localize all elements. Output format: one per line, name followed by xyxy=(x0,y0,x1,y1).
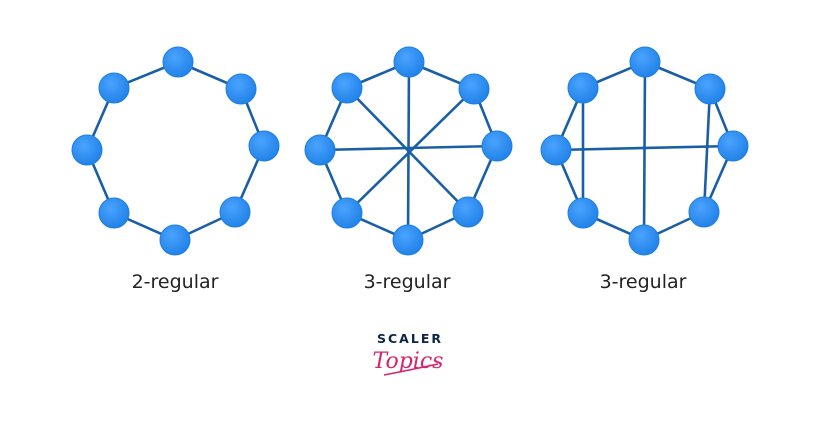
graph-nodes xyxy=(304,46,513,256)
graph-node xyxy=(392,224,424,256)
graph-3-regular-grid: 3-regular xyxy=(540,46,749,293)
graph-node xyxy=(688,196,720,228)
logo-top-text: SCALER xyxy=(377,331,443,346)
graph-node xyxy=(717,130,749,162)
graph-node xyxy=(331,197,363,229)
graph-node xyxy=(225,73,257,105)
graph-node xyxy=(540,134,572,166)
graph-node xyxy=(219,196,251,228)
graph-node xyxy=(458,73,490,105)
graph-node xyxy=(567,197,599,229)
graph-nodes xyxy=(540,46,749,256)
graph-node xyxy=(304,134,336,166)
graph-edge xyxy=(642,60,647,242)
graph-node xyxy=(481,130,513,162)
graph-node xyxy=(393,46,425,78)
graph-label: 3-regular xyxy=(600,271,687,293)
graph-node xyxy=(98,72,130,104)
graph-node xyxy=(331,72,363,104)
graph-node xyxy=(452,196,484,228)
logo-underline-swoosh xyxy=(383,363,439,376)
graph-node xyxy=(629,46,661,78)
graph-edge xyxy=(554,144,735,152)
graph-node xyxy=(159,224,191,256)
graph-edge xyxy=(345,86,470,214)
scaler-topics-logo: SCALER Topics xyxy=(373,331,443,376)
graph-2-regular: 2-regular xyxy=(71,46,280,293)
graph-node xyxy=(98,197,130,229)
graph-label: 3-regular xyxy=(364,271,451,293)
graph-edge xyxy=(318,144,499,152)
graph-node xyxy=(694,73,726,105)
graph-label: 2-regular xyxy=(132,271,219,293)
graph-node xyxy=(628,224,660,256)
graph-edge xyxy=(345,87,476,215)
graph-node xyxy=(71,134,103,166)
graph-node xyxy=(162,46,194,78)
graph-nodes xyxy=(71,46,280,256)
graph-edge xyxy=(702,87,712,214)
graph-node xyxy=(567,72,599,104)
graph-3-regular-star: 3-regular xyxy=(304,46,513,293)
graph-node xyxy=(248,130,280,162)
